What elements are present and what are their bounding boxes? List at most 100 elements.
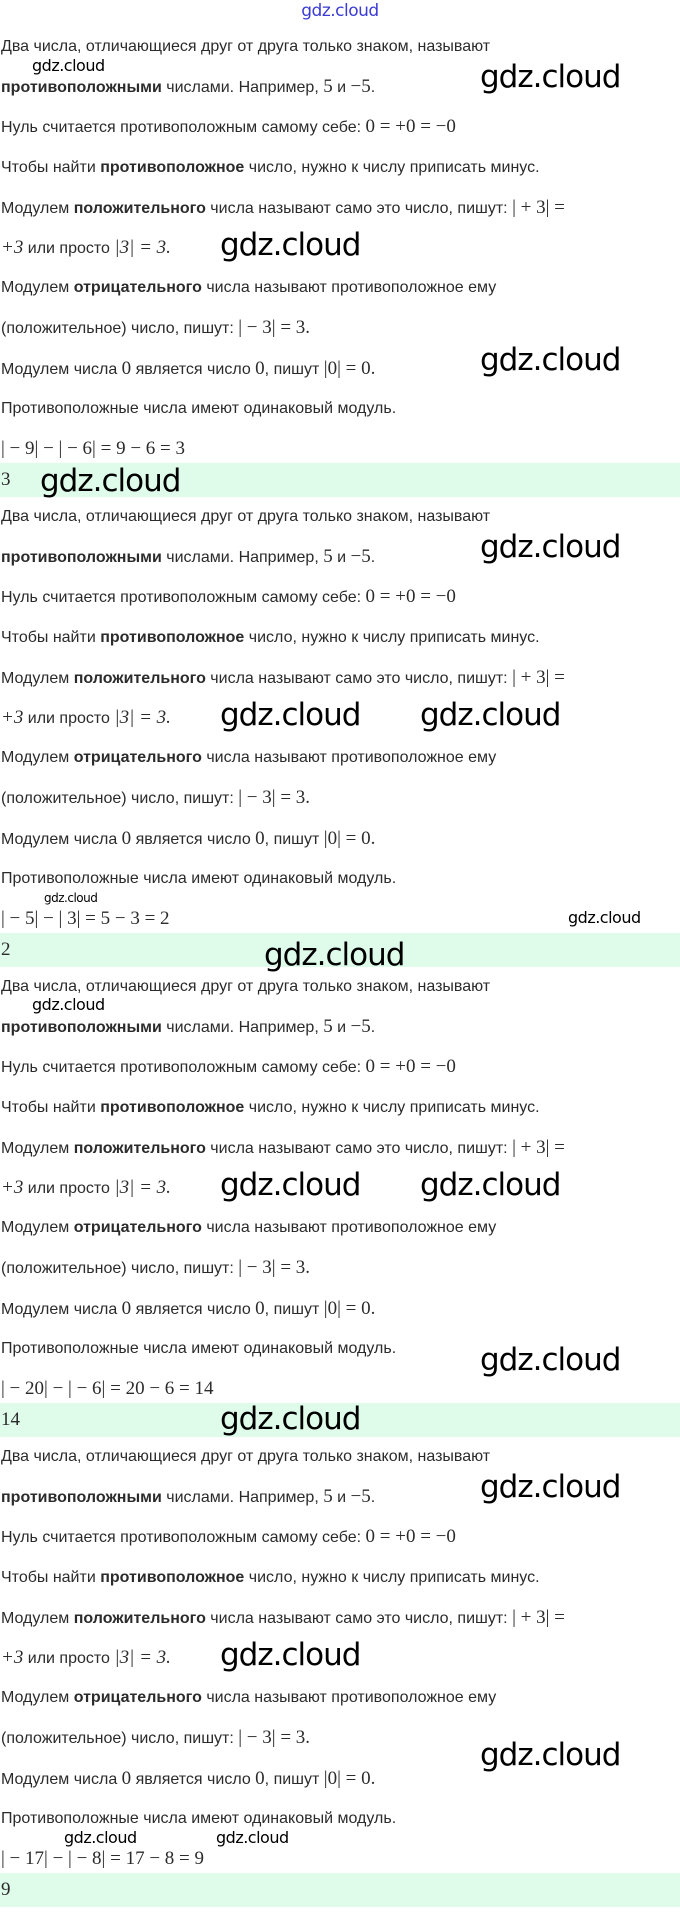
text: Нуль считается противоположным самому се…: [1, 589, 366, 607]
text: числа называют противоположное ему: [201, 1219, 497, 1237]
text: Нуль считается противоположным самому се…: [1, 1529, 366, 1547]
math-expression: |0| = 0.: [323, 1297, 376, 1319]
math-expression: +3: [1, 1646, 24, 1668]
theory-line: Противоположные числа имеют одинаковый м…: [0, 859, 680, 899]
theory-line: +3 или просто |3| = 3.: [0, 1638, 680, 1678]
watermark: gdz.cloud: [420, 1167, 561, 1203]
watermark: gdz.cloud: [220, 697, 361, 733]
text: Модулем: [1, 1609, 74, 1627]
text: и: [332, 79, 351, 97]
watermark: gdz.cloud: [480, 1469, 621, 1505]
bold-term: противоположными: [1, 79, 162, 97]
solution-block: Два числа, отличающиеся друг от друга то…: [0, 967, 680, 1437]
text: Модулем числа: [1, 1770, 122, 1788]
text: Модулем: [1, 1689, 74, 1707]
text: Два числа, отличающиеся друг от друга то…: [1, 1448, 491, 1465]
watermark: gdz.cloud: [44, 891, 98, 905]
text: .: [370, 549, 376, 567]
math-expression: | + 3| =: [512, 1136, 565, 1158]
equation: | − 9| − | − 6| = 9 − 6 = 3: [1, 437, 186, 459]
watermark: gdz.cloud: [220, 1401, 361, 1437]
theory-line: Модулем положительного числа называют са…: [0, 658, 680, 698]
bold-term: противоположными: [1, 1489, 162, 1507]
theory-line: Два числа, отличающиеся друг от друга то…: [0, 27, 680, 67]
math-expression: 0: [121, 357, 132, 379]
math-expression: 0: [121, 1297, 132, 1319]
text: Нуль считается противоположным самому се…: [1, 1059, 366, 1077]
text: числами. Например,: [161, 549, 324, 567]
text: и: [332, 549, 351, 567]
text: (положительное) число, пишут:: [1, 790, 239, 808]
watermark: gdz.cloud: [480, 1342, 621, 1378]
theory-line: (положительное) число, пишут: | − 3| = 3…: [0, 308, 680, 348]
math-expression: |3| = 3.: [114, 236, 171, 258]
theory-line: Противоположные числа имеют одинаковый м…: [0, 389, 680, 429]
watermark: gdz.cloud: [480, 59, 621, 95]
theory-line: Нуль считается противоположным самому се…: [0, 1517, 680, 1557]
text: .: [370, 79, 376, 97]
watermark: gdz.cloud: [220, 1637, 361, 1673]
theory-line: Нуль считается противоположным самому се…: [0, 577, 680, 617]
math-expression: 5: [323, 1016, 333, 1038]
theory-line: Модулем положительного числа называют са…: [0, 1598, 680, 1638]
theory-line: Два числа, отличающиеся друг от друга то…: [0, 497, 680, 537]
watermark: gdz.cloud: [480, 342, 621, 378]
math-expression: −5: [350, 546, 371, 568]
theory-line: Модулем числа 0 является число 0, пишут …: [0, 819, 680, 859]
text: число, нужно к числу приписать минус.: [244, 628, 540, 646]
theory-line: (положительное) число, пишут: | − 3| = 3…: [0, 778, 680, 818]
bold-term: отрицательного: [73, 1689, 202, 1707]
math-expression: 5: [323, 546, 333, 568]
bold-term: отрицательного: [73, 279, 202, 297]
text: является число: [131, 1300, 256, 1318]
math-expression: |3| = 3.: [114, 1176, 171, 1198]
math-expression: 5: [323, 76, 333, 98]
text: является число: [131, 360, 256, 378]
text: числа называют противоположное ему: [201, 1689, 497, 1707]
theory-line: Модулем числа 0 является число 0, пишут …: [0, 349, 680, 389]
math-expression: 0 = +0 = −0: [365, 586, 456, 608]
bold-term: противоположное: [100, 1098, 245, 1116]
math-expression: 0: [255, 1297, 265, 1319]
text: .: [370, 1019, 376, 1037]
text: числами. Например,: [161, 79, 324, 97]
text: Два числа, отличающиеся друг от друга то…: [1, 978, 491, 995]
theory-line: Чтобы найти противоположное число, нужно…: [0, 618, 680, 658]
text: .: [370, 1489, 376, 1507]
answer-bar: 3: [0, 463, 680, 497]
math-expression: |3| = 3.: [114, 706, 171, 728]
text: числа называют само это число, пишут:: [205, 199, 513, 217]
site-logo-link[interactable]: gdz.cloud: [301, 1, 379, 21]
equation: | − 5| − | 3| = 5 − 3 = 2: [1, 907, 170, 929]
text: Модулем числа: [1, 360, 122, 378]
math-expression: 0 = +0 = −0: [365, 1526, 456, 1548]
watermark: gdz.cloud: [40, 463, 181, 499]
theory-line: +3 или просто |3| = 3.: [0, 698, 680, 738]
text: , пишут: [264, 360, 324, 378]
text: Модулем: [1, 669, 74, 687]
bold-term: противоположное: [100, 158, 245, 176]
text: числа называют само это число, пишут:: [205, 1609, 513, 1627]
text: числами. Например,: [161, 1019, 324, 1037]
text: Модулем числа: [1, 1300, 122, 1318]
watermark: gdz.cloud: [220, 227, 361, 263]
watermark: gdz.cloud: [64, 1828, 137, 1847]
math-expression: |0| = 0.: [323, 827, 376, 849]
theory-line: Нуль считается противоположным самому се…: [0, 107, 680, 147]
text: Два числа, отличающиеся друг от друга то…: [1, 508, 491, 525]
theory-line: Два числа, отличающиеся друг от друга то…: [0, 967, 680, 1007]
text: Противоположные числа имеют одинаковый м…: [1, 869, 397, 887]
theory-line: Чтобы найти противоположное число, нужно…: [0, 1558, 680, 1598]
math-expression: 0 = +0 = −0: [365, 116, 456, 138]
theory-line: Модулем положительного числа называют са…: [0, 188, 680, 228]
text: Модулем: [1, 1219, 74, 1237]
text: является число: [131, 830, 256, 848]
theory-line: противоположными числами. Например, 5 и …: [0, 67, 680, 107]
text: Чтобы найти: [1, 158, 101, 176]
text: и: [332, 1019, 351, 1037]
text: (положительное) число, пишут:: [1, 1260, 239, 1278]
math-expression: |0| = 0.: [323, 1767, 376, 1789]
text: Модулем: [1, 749, 74, 767]
text: Противоположные числа имеют одинаковый м…: [1, 1809, 397, 1827]
text: Нуль считается противоположным самому се…: [1, 119, 366, 137]
